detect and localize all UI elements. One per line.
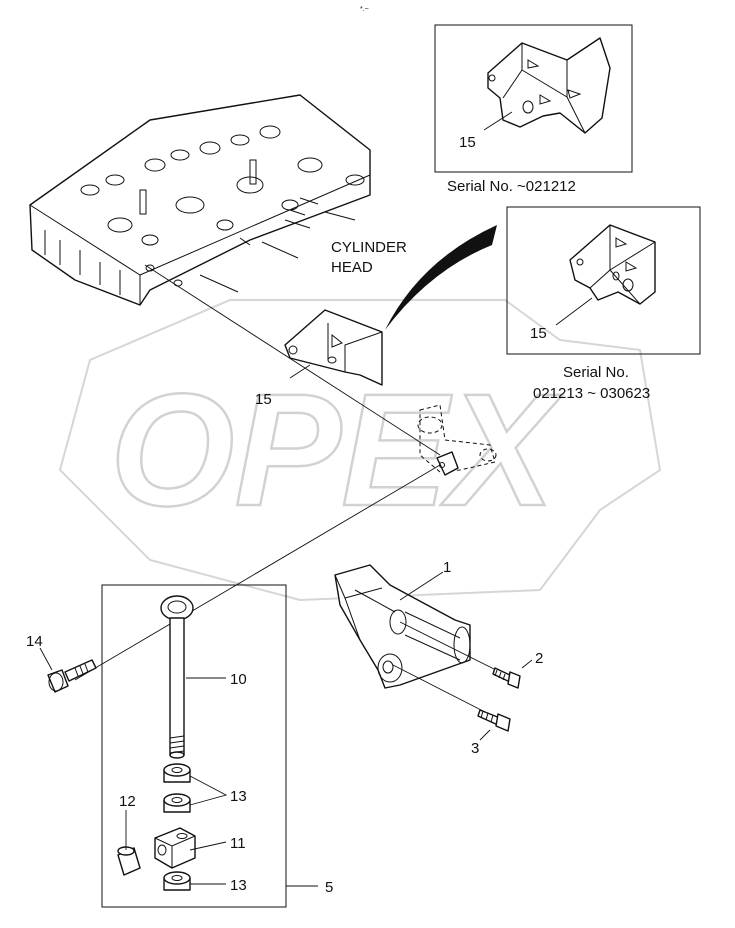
leader-13-upper xyxy=(189,775,228,806)
cylinder-head-label-line2: HEAD xyxy=(331,259,373,276)
nut-part-13-upper xyxy=(163,763,191,783)
leader-11 xyxy=(189,841,227,851)
dashed-mounting-bracket xyxy=(417,404,497,476)
callout-14: 14 xyxy=(26,633,43,650)
callout-5: 5 xyxy=(325,879,333,896)
inset-box-serial-1 xyxy=(434,24,633,173)
callout-3: 3 xyxy=(471,740,479,757)
callout-13-lower: 13 xyxy=(230,877,247,894)
callout-15-inset-2: 15 xyxy=(530,325,547,342)
cylinder-head-drawing xyxy=(29,94,371,306)
bracket-15-main xyxy=(284,309,383,386)
curved-pointer-arrow xyxy=(385,225,497,330)
leader-3 xyxy=(479,729,491,741)
header-mark: *.~ xyxy=(360,6,369,13)
nut-part-13-lower xyxy=(163,871,191,891)
leader-1 xyxy=(399,571,444,601)
cylinder-head-label-line1: CYLINDER xyxy=(331,239,407,256)
rod-part-10 xyxy=(160,595,194,759)
callout-10: 10 xyxy=(230,671,247,688)
leader-14 xyxy=(39,647,53,671)
nut-part-13-middle xyxy=(163,793,191,813)
leader-15-inset-2 xyxy=(555,297,593,326)
callout-13-upper: 13 xyxy=(230,788,247,805)
alignment-line-bolt xyxy=(74,464,441,681)
sleeve-part-12 xyxy=(117,846,141,876)
inset-2-serial-label-line2: 021213 ~ 030623 xyxy=(533,385,650,402)
bolt-part-3 xyxy=(392,664,511,732)
watermark-text: OPEX xyxy=(110,360,563,539)
leader-15-inset-1 xyxy=(483,111,513,131)
assembly-box-part-5 xyxy=(101,584,287,908)
bracket-15-inset-1 xyxy=(487,37,611,134)
bolt-part-2 xyxy=(399,621,521,689)
callout-15-main: 15 xyxy=(255,391,272,408)
leader-2 xyxy=(521,659,533,669)
bolt-part-14 xyxy=(47,659,97,693)
callout-11: 11 xyxy=(230,835,246,852)
callout-15-inset-1: 15 xyxy=(459,134,476,151)
callout-2: 2 xyxy=(535,650,543,667)
callout-12: 12 xyxy=(119,793,136,810)
inset-2-serial-label-line1: Serial No. xyxy=(563,364,629,381)
block-part-11 xyxy=(154,827,196,869)
watermark: OPEX xyxy=(58,299,662,602)
inset-1-serial-label: Serial No. ~021212 xyxy=(447,178,576,195)
bracket-15-inset-2 xyxy=(569,224,656,305)
inset-box-serial-2 xyxy=(506,206,701,355)
callout-1: 1 xyxy=(443,559,451,576)
alignment-line-head xyxy=(144,264,441,456)
leader-15-main xyxy=(289,364,311,379)
bracket-part-1 xyxy=(334,564,471,689)
